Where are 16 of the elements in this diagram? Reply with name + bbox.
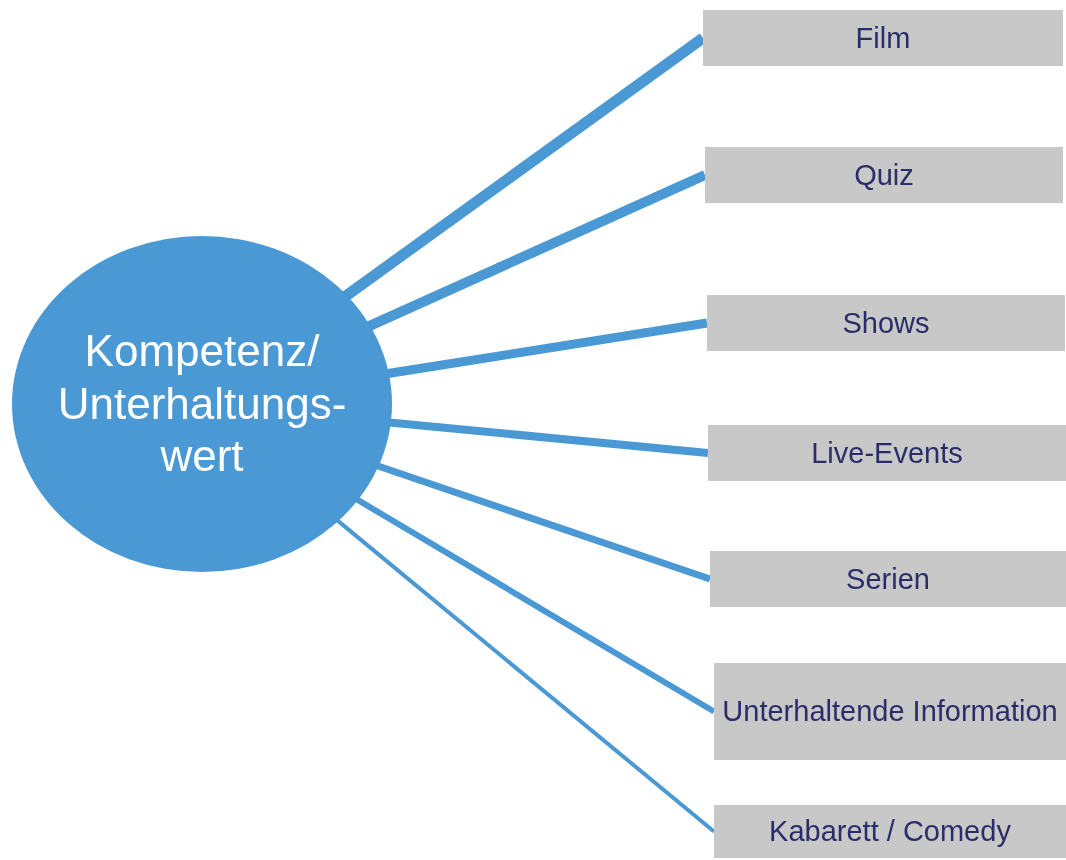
category-label: Serien (846, 561, 930, 597)
category-label: Quiz (854, 157, 914, 193)
category-box (703, 10, 1063, 66)
category-label: Live-Events (811, 435, 963, 471)
category-box (710, 551, 1066, 607)
category-label: Shows (842, 305, 930, 341)
topic-label: Kompetenz/ Unterhaltungs- wert (56, 324, 348, 483)
category-box (705, 147, 1063, 203)
connector-line (334, 517, 716, 834)
category-box (708, 425, 1066, 481)
category-box (714, 663, 1066, 760)
category-label: Kabarett / Comedy (769, 814, 1011, 850)
category-box (714, 805, 1066, 858)
category-box (707, 295, 1065, 351)
category-label: Film (855, 20, 911, 56)
category-label: Unterhaltende Information (722, 694, 1058, 730)
